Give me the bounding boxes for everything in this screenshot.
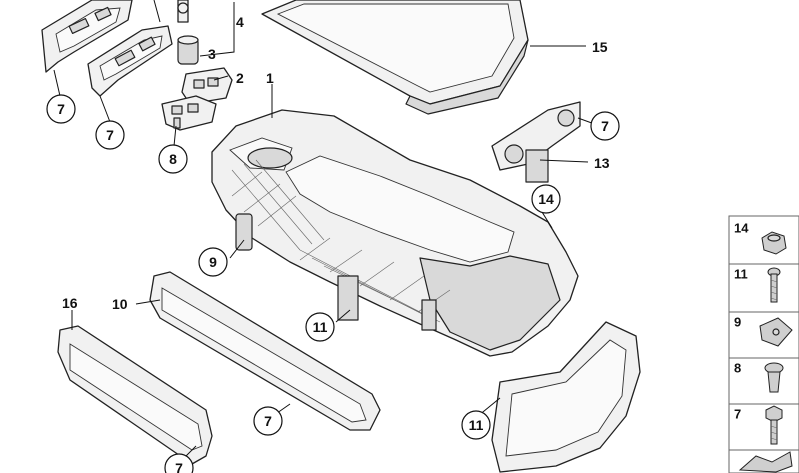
console-housing-part-1 [211, 109, 579, 357]
adhesive-tape-icon [738, 451, 793, 473]
legend-num-9: 9 [734, 315, 741, 330]
callout-7-text-e: 7 [601, 118, 609, 134]
legend-item-9: 9 [728, 311, 799, 359]
callout-8-text: 8 [169, 151, 177, 167]
legend-num-11: 11 [734, 267, 748, 282]
cover-panel-left-a [41, 0, 133, 73]
callout-14: 14 [531, 184, 561, 214]
callout-9: 9 [198, 247, 228, 277]
clip-nut-icon [759, 317, 793, 347]
legend-item-11: 11 [728, 263, 799, 313]
callout-7-mid-left: 7 [95, 120, 125, 150]
cover-panel-left-b [87, 25, 173, 97]
legend-item-tape [728, 449, 799, 473]
legend-item-14: 14 [728, 215, 799, 265]
label-2: 2 [236, 70, 244, 86]
legend-num-14: 14 [734, 221, 749, 236]
callout-7-top-left: 7 [46, 94, 76, 124]
callout-11-bottom: 11 [461, 410, 491, 440]
legend-num-7: 7 [734, 407, 741, 422]
rear-cover [491, 321, 641, 473]
callout-7-text-a: 7 [57, 101, 65, 117]
bracket-part-13 [491, 101, 581, 183]
legend-item-7: 7 [728, 403, 799, 451]
fastener-legend: 14 11 9 8 [728, 215, 799, 473]
label-3: 3 [208, 46, 216, 62]
callout-7-bottom-center: 7 [253, 406, 283, 436]
callout-8: 8 [158, 144, 188, 174]
bolt-icon [765, 405, 783, 445]
screw-icon [767, 267, 781, 303]
side-trim-part-10 [149, 271, 381, 431]
label-10: 10 [112, 296, 128, 312]
callout-7-bottom-left: 7 [164, 453, 194, 473]
callout-7-text-b: 7 [106, 127, 114, 143]
switch-block-part-8 [161, 95, 217, 131]
legend-num-8: 8 [734, 361, 741, 376]
callout-11-center: 11 [305, 312, 335, 342]
callout-7-text-c: 7 [264, 413, 272, 429]
callout-9-text: 9 [209, 254, 217, 270]
rear-trim-part-16 [57, 325, 213, 465]
callout-7-text-d: 7 [175, 460, 183, 473]
frame-part-15 [261, 0, 529, 115]
legend-item-8: 8 [728, 357, 799, 405]
label-4: 4 [236, 14, 244, 30]
expanding-rivet-icon [764, 362, 784, 393]
socket-part-2 [181, 67, 233, 105]
label-1: 1 [266, 70, 274, 86]
lighter-part-3 [177, 0, 199, 65]
callout-11-text-b: 11 [469, 417, 484, 433]
label-16: 16 [62, 295, 78, 311]
callout-14-text: 14 [538, 191, 554, 207]
callout-11-text-a: 11 [313, 319, 328, 335]
nut-icon [761, 231, 787, 255]
label-15: 15 [592, 39, 608, 55]
label-13: 13 [594, 155, 610, 171]
callout-7-right: 7 [590, 111, 620, 141]
